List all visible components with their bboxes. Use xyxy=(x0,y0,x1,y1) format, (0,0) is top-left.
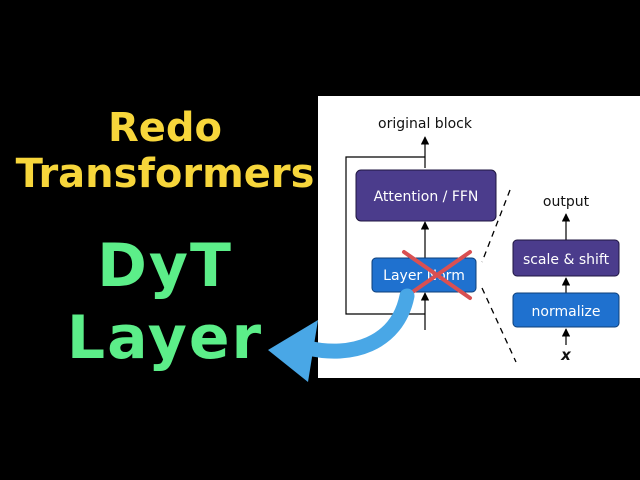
curved-arrow-head-icon xyxy=(268,320,318,382)
curved-arrow-icon xyxy=(300,288,415,359)
title-line-redo: Redo xyxy=(107,105,223,151)
original-block-label: original block xyxy=(378,116,473,132)
attention-ffn-box xyxy=(355,169,497,222)
subtitle-line-dyt: DyT xyxy=(97,231,233,301)
output-label: output xyxy=(543,194,590,210)
title-line-transformers: Transformers xyxy=(15,151,315,197)
scale-shift-label: scale & shift xyxy=(523,252,610,268)
diagram-panel xyxy=(318,96,640,378)
layer-norm-label: Layer Norm xyxy=(383,268,465,284)
scale-shift-box xyxy=(512,239,620,277)
normalize-label: normalize xyxy=(532,304,601,320)
attention-ffn-label: Attention / FFN xyxy=(374,189,479,205)
red-cross-stroke-2 xyxy=(402,250,472,300)
residual-connection xyxy=(345,156,425,315)
normalize-box xyxy=(512,292,620,328)
input-x-label: x xyxy=(560,346,572,364)
subtitle-line-layer: Layer xyxy=(66,303,264,373)
zoom-line-top xyxy=(481,189,511,263)
zoom-line-bottom xyxy=(481,287,517,363)
